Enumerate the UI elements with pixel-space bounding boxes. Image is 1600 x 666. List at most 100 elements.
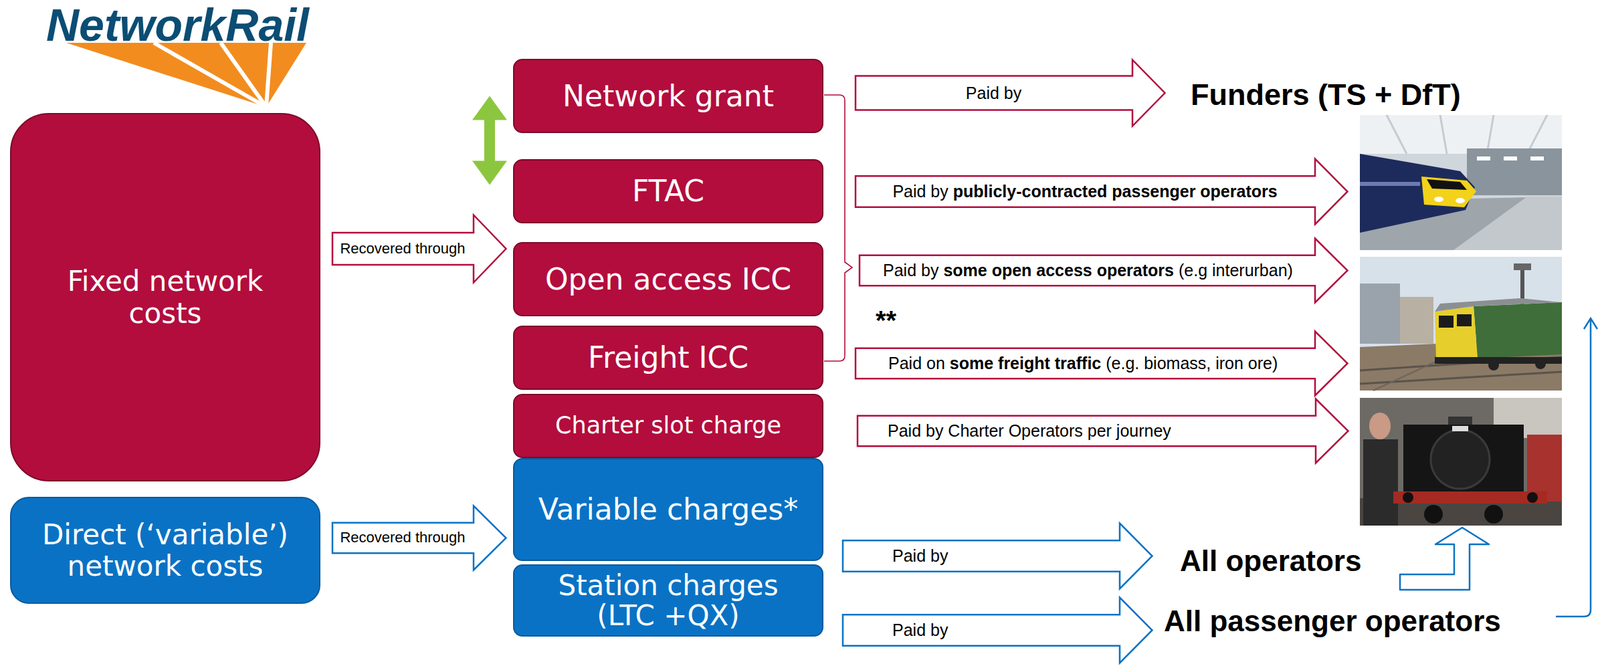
passenger-train-photo: [1486, 115, 1494, 154]
box-label: Network grant: [562, 79, 774, 113]
freight-locomotive-photo: [1535, 358, 1546, 370]
arrow-outline: [332, 506, 507, 571]
logo-swoosh: [66, 42, 307, 108]
passenger-train-photo: [1527, 115, 1548, 154]
steam-locomotive-photo: [1359, 397, 1562, 526]
arrow-outline: [857, 399, 1349, 464]
freight-locomotive-photo: [1513, 263, 1532, 271]
funder-label: Funders (TS + DfT): [1190, 76, 1461, 114]
arrow-label: publicly-contracted passenger operators: [953, 181, 1278, 202]
arrow-text-row: Paid onsome freight traffic(e.g. biomass…: [888, 348, 1278, 380]
grouping-bracket: [824, 94, 853, 362]
passenger-train-photo: [1476, 156, 1491, 161]
double-arrow-connector: [472, 96, 508, 186]
freight-locomotive-photo: [1473, 302, 1562, 359]
flow-arrow: Paid by: [842, 522, 1154, 590]
cost-box: Fixed network costs: [10, 113, 321, 482]
arrow-outline: [332, 215, 507, 283]
steam-locomotive-photo: [1430, 430, 1490, 489]
arrow-label: Paid on: [888, 353, 946, 374]
steam-locomotive-photo: [1402, 492, 1414, 504]
arrow-outline: [855, 331, 1348, 396]
operator-label: All operators: [1179, 543, 1362, 580]
arrow-outline: [842, 596, 1154, 665]
box-label: Fixed network costs: [31, 265, 299, 329]
arrow-label: (e.g interurban): [1178, 260, 1293, 281]
flow-arrow: Recovered through: [331, 214, 508, 284]
box-label: Freight ICC: [587, 341, 749, 374]
arrow-text-row: Paid by: [892, 540, 948, 572]
arrow-text-row: Paid bypublicly-contracted passenger ope…: [892, 175, 1277, 207]
passenger-train-photo: [1359, 115, 1562, 251]
freight-locomotive-photo: [1359, 256, 1562, 391]
cost-box: Network grant: [513, 58, 824, 134]
arrow-outline: [842, 597, 1153, 664]
freight-locomotive-photo: [1434, 306, 1478, 359]
steam-locomotive-photo: [1363, 439, 1398, 526]
flow-arrow: Paid bypublicly-contracted passenger ope…: [854, 157, 1349, 226]
arrow-outline: [855, 159, 1348, 225]
passenger-operators-leader: [1555, 318, 1598, 617]
passenger-train-photo: [1455, 197, 1465, 204]
passenger-train-photo: [1434, 196, 1444, 203]
arrow-label: some open access operators: [943, 260, 1174, 281]
logo-swoosh: [66, 42, 307, 108]
steam-locomotive-photo: [1424, 505, 1443, 524]
flow-arrow: Paid by: [842, 596, 1154, 665]
freight-locomotive-photo: [1438, 315, 1454, 328]
cost-box: Charter slot charge: [513, 393, 824, 459]
arrow-label: Paid by: [892, 620, 948, 641]
flow-arrow: Paid onsome freight traffic(e.g. biomass…: [854, 330, 1349, 397]
operator-label: All passenger operators: [1163, 604, 1502, 640]
passenger-operators-leader: [1583, 318, 1598, 330]
box-label: FTAC: [632, 174, 705, 208]
cost-box: Variable charges*: [513, 458, 824, 562]
steam-locomotive-photo: [1403, 424, 1524, 495]
passenger-train-photo: [1359, 115, 1562, 251]
logo-swoosh: [66, 42, 267, 108]
arrow-outline: [855, 60, 1166, 127]
passenger-train-photo: [1530, 156, 1544, 161]
arrow-text-row: Recovered through: [339, 523, 465, 554]
operators-up-arrow: [1400, 527, 1489, 590]
arrow-text-row: Paid by: [892, 614, 948, 646]
arrow-outline: [859, 238, 1348, 304]
passenger-train-photo: [1426, 179, 1467, 190]
flow-arrow: Paid by Charter Operators per journey: [856, 397, 1350, 465]
freight-locomotive-photo: [1359, 357, 1562, 371]
steam-locomotive-photo: [1369, 412, 1391, 440]
arrow-label: Recovered through: [339, 240, 465, 258]
flow-arrow: Paid by: [854, 58, 1166, 128]
passenger-train-photo: [1386, 115, 1407, 154]
arrow-label: Recovered through: [339, 529, 465, 547]
cost-box: FTAC: [513, 159, 824, 224]
arrow-outline: [842, 523, 1153, 590]
arrow-label: Paid by: [882, 260, 939, 281]
steam-locomotive-photo: [1484, 505, 1504, 524]
steam-locomotive-photo: [1452, 426, 1469, 432]
logo-swoosh: [220, 42, 267, 108]
cost-box: Freight ICC: [513, 325, 824, 390]
logo-wordmark: NetworkRail: [46, 2, 310, 48]
box-label: Charter slot charge: [555, 412, 782, 439]
cost-box: Open access ICC: [513, 242, 824, 317]
flow-arrow: Paid bysome open access operators(e.g in…: [858, 237, 1349, 304]
freight-locomotive-photo: [1359, 283, 1400, 344]
freight-locomotive-photo: [1456, 314, 1472, 327]
arrow-text-row: Paid bysome open access operators(e.g in…: [882, 255, 1293, 287]
steam-locomotive-photo: [1393, 491, 1548, 504]
box-label: Variable charges*: [538, 492, 798, 526]
passenger-train-photo: [1440, 115, 1447, 154]
connector-layer: [472, 96, 508, 186]
footnote-mark: **: [875, 304, 897, 337]
arrow-text-row: Paid by Charter Operators per journey: [887, 416, 1172, 447]
freight-locomotive-photo: [1359, 256, 1562, 391]
arrow-label: Paid by Charter Operators per journey: [887, 421, 1172, 441]
arrow-label: Paid by: [965, 83, 1022, 104]
cost-box: Station charges (LTC +QX): [513, 564, 824, 637]
arrow-label: Paid by: [892, 181, 948, 202]
passenger-train-photo: [1453, 196, 1562, 251]
arrow-text-row: Paid by: [965, 76, 1022, 111]
passenger-train-photo: [1359, 115, 1562, 154]
